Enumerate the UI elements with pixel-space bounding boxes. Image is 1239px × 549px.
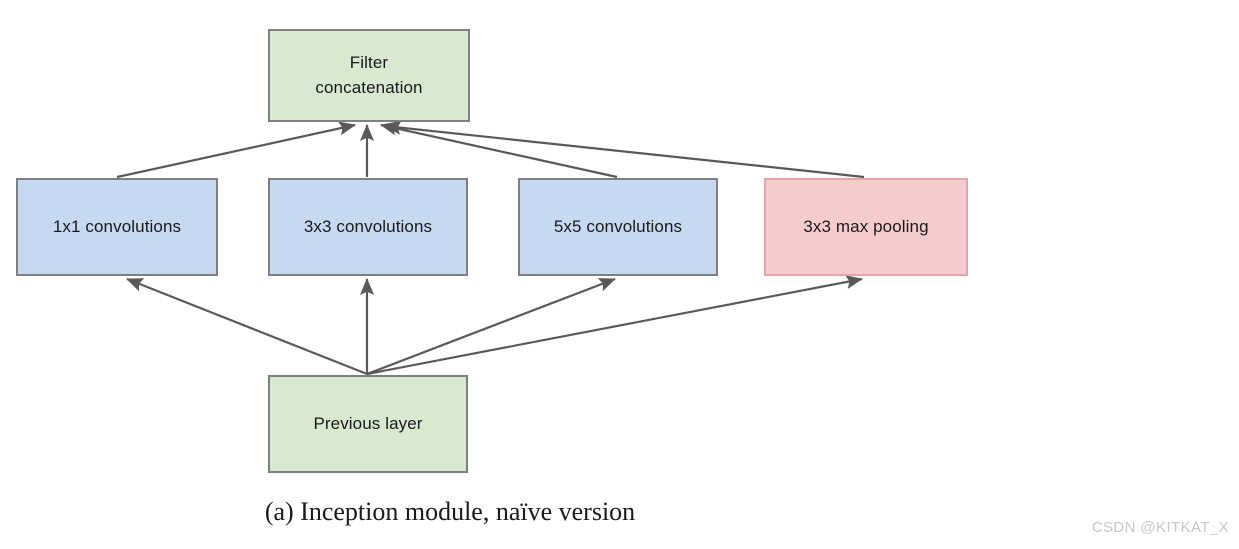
edge-previous-to-conv1x1 (126, 277, 368, 376)
edge-conv5x5-to-concat (380, 121, 618, 179)
edge-previous-to-maxpool (366, 275, 863, 376)
edge-conv1x1-to-concat (116, 121, 356, 179)
edge-maxpool-to-concat (384, 120, 865, 179)
node-previous-layer-label: Previous layer (313, 413, 423, 433)
node-max-pool-3x3-label: 3x3 max pooling (803, 216, 929, 236)
node-conv-1x1-label: 1x1 convolutions (52, 216, 182, 236)
node-filter-concatenation[interactable]: Filter concatenation (268, 29, 470, 122)
edge-previous-to-conv5x5 (366, 277, 616, 376)
node-conv-3x3[interactable]: 3x3 convolutions (268, 178, 468, 276)
node-max-pool-3x3[interactable]: 3x3 max pooling (764, 178, 968, 276)
node-conv-5x5[interactable]: 5x5 convolutions (518, 178, 718, 276)
node-filter-concatenation-label: Filter concatenation (315, 52, 423, 97)
node-conv-3x3-label: 3x3 convolutions (303, 216, 433, 236)
node-previous-layer[interactable]: Previous layer (268, 375, 468, 473)
watermark: CSDN @KITKAT_X (1091, 519, 1229, 536)
node-conv-1x1[interactable]: 1x1 convolutions (16, 178, 218, 276)
figure-caption: (a) Inception module, naïve version (264, 497, 636, 526)
node-conv-5x5-label: 5x5 convolutions (553, 216, 683, 236)
